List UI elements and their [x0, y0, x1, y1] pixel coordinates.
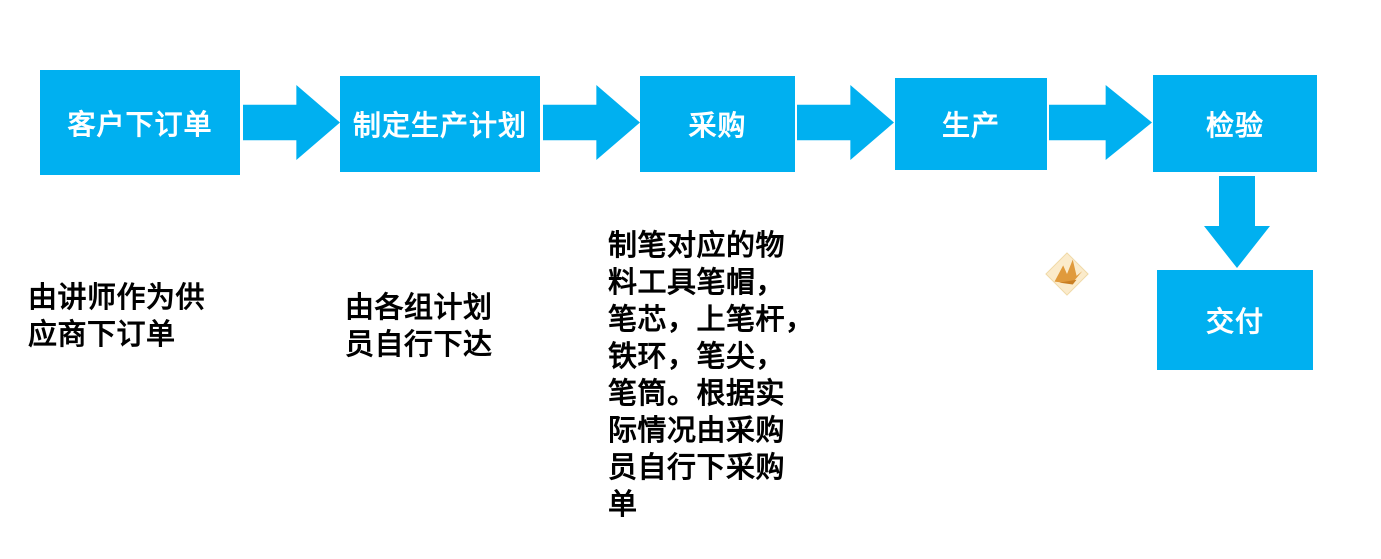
flow-step-label: 制定生产计划	[352, 110, 527, 141]
arrow-right-icon	[543, 85, 640, 160]
flow-step-customer-order: 客户下订单	[40, 70, 240, 175]
note-procurement-materials: 制笔对应的物 料工具笔帽， 笔芯，上笔杆， 铁环，笔尖， 笔筒。根据实 际情况由…	[608, 230, 815, 521]
arrow-right-icon	[243, 85, 340, 160]
arrow-right-icon	[797, 85, 894, 160]
flow-step-procurement: 采购	[640, 76, 795, 172]
flow-step-production-plan: 制定生产计划	[340, 76, 540, 172]
origami-bird-icon	[1045, 252, 1089, 296]
flow-step-label: 采购	[688, 110, 747, 141]
flow-step-label: 客户下订单	[67, 108, 213, 140]
arrow-right-icon	[1049, 85, 1152, 160]
flow-step-delivery: 交付	[1157, 270, 1313, 370]
note-customer-order: 由讲师作为供 应商下订单	[28, 282, 206, 351]
note-production-plan: 由各组计划 员自行下达	[345, 292, 493, 361]
flow-step-label: 检验	[1205, 109, 1264, 141]
arrow-down-icon	[1204, 176, 1270, 268]
flow-step-label: 生产	[941, 110, 1000, 141]
flow-step-label: 交付	[1205, 306, 1264, 337]
flow-step-inspection: 检验	[1153, 75, 1317, 172]
flow-step-production: 生产	[895, 78, 1047, 170]
